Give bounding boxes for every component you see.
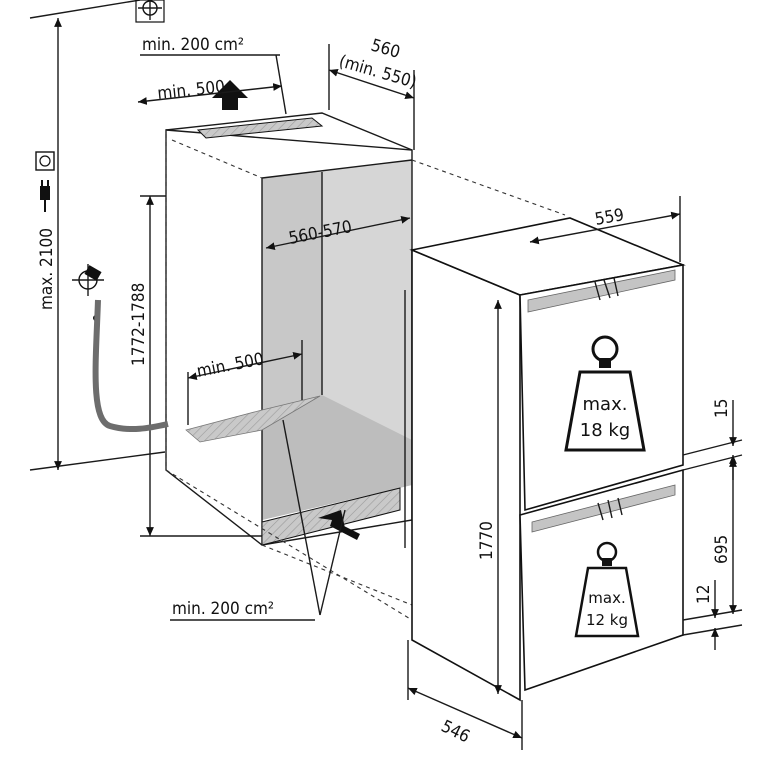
niche-depth-dimension: 560 (min. 550): [328, 36, 419, 150]
water-hose: [92, 299, 169, 433]
projection-line-bottom: [261, 544, 413, 606]
top-vent-depth-dimension: min. 500: [137, 77, 283, 105]
lower-weight-max: max.: [588, 589, 625, 607]
gap-top-label: 15: [712, 399, 732, 418]
top-vent-depth-label: min. 500: [156, 77, 225, 104]
niche-height-label: 1772-1788: [129, 283, 149, 366]
weight-icon: max. 18 kg: [564, 335, 646, 452]
upper-handle-grip: [594, 277, 619, 301]
fridge-width-dimension: 559: [529, 196, 681, 262]
upper-handle: [527, 269, 676, 313]
fridge-depth-label: 546: [438, 717, 473, 748]
niche-depth-label: 560: [369, 36, 403, 63]
hidden-line-floor: [165, 469, 413, 621]
lower-handle: [531, 484, 676, 533]
top-vent-area-label: min. 200 cm²: [142, 35, 244, 55]
fridge-side: [411, 248, 521, 702]
niche-inner-left: [262, 172, 322, 410]
lower-weight-value: 12 kg: [586, 611, 628, 629]
lower-height-label: 695: [712, 535, 732, 564]
bottom-vent-depth-label: min. 500: [195, 349, 265, 382]
vent-arrow-icon: [318, 510, 360, 540]
fridge-height-label: 1770: [477, 521, 497, 560]
top-vent: [196, 117, 324, 139]
socket-icon: [35, 151, 55, 171]
upper-weight-max: max.: [583, 394, 628, 415]
hidden-line-top: [171, 139, 263, 179]
niche-height-dimension: 1772-1788: [129, 195, 262, 537]
niche-top-edge: [165, 112, 413, 151]
gap-bottom-label: 12: [694, 585, 714, 604]
right-dimensions: 15 695 12: [682, 399, 743, 650]
top-vent-area-callout: min. 200 cm²: [140, 35, 287, 115]
niche-floor: [262, 395, 412, 520]
fridge-width-label: 559: [593, 205, 625, 230]
bottom-vent-area-callout: min. 200 cm²: [170, 419, 346, 621]
lower-handle-grip: [597, 497, 623, 521]
bottom-back-vent: [185, 395, 321, 443]
upper-weight-value: 18 kg: [580, 420, 630, 441]
projection-line-top: [411, 159, 566, 216]
plug-icon: [40, 180, 50, 212]
max-height-dimension: max. 2100: [29, 0, 166, 471]
weight-icon: max. 12 kg: [574, 541, 640, 638]
fridge-appliance: [404, 217, 686, 702]
crosshair-icon: [135, 0, 165, 23]
fridge-height-dimension: 1770: [477, 300, 502, 694]
max-height-label: max. 2100: [37, 228, 57, 310]
bottom-vent-area-label: min. 200 cm²: [172, 599, 274, 619]
